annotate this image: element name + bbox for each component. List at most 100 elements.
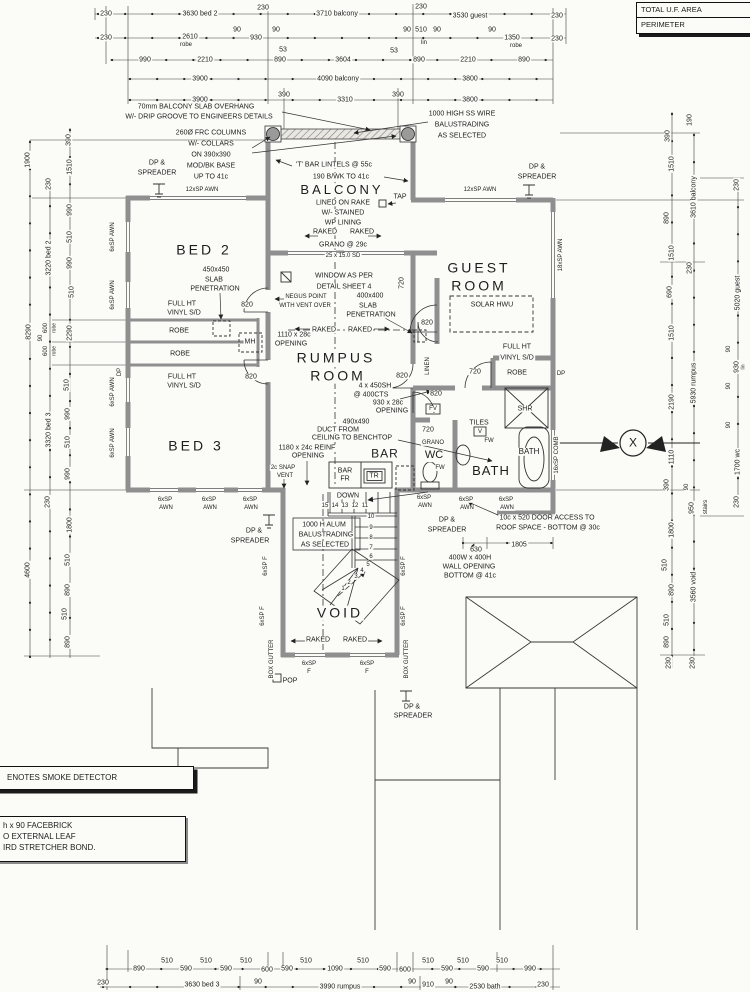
plan-label: RAKED (348, 228, 376, 236)
plan-label: 70mm BALCONY SLAB OVERHANG (136, 103, 256, 111)
plan-label: 390 (663, 478, 671, 492)
plan-label: 6xSP (358, 660, 376, 668)
plan-label: 12xSP AWN (184, 186, 220, 194)
plan-label: 230 (550, 35, 564, 43)
plan-label: 720 (421, 426, 435, 434)
plan-label: 90 (725, 344, 733, 354)
plan-label: 1900 (24, 151, 32, 169)
plan-label: BED 2 (175, 241, 233, 258)
plan-label: FW (483, 437, 495, 445)
plan-label: GRANO @ 29c (318, 241, 368, 249)
plan-label: robe (51, 344, 58, 358)
plan-label: 590 (219, 965, 233, 973)
plan-label: 510 (239, 957, 253, 965)
plan-label: VINYL S/D (499, 354, 535, 362)
spreader-icon (153, 183, 165, 198)
plan-label: 14 (330, 502, 340, 510)
plan-label: 6xSP (457, 496, 475, 504)
plan-label: 390 (664, 129, 672, 143)
plan-label: 600 (42, 344, 50, 358)
plan-label: BALCONY (299, 182, 385, 198)
plan-label: 510 (61, 607, 69, 621)
plan-label: F (306, 668, 312, 676)
plan-label: 3220 bed 2 (45, 239, 53, 277)
plan-label: 3900 (191, 96, 209, 104)
plan-label: 12 (350, 502, 360, 510)
plan-label: 230 (536, 981, 550, 989)
plan-label: DP & (527, 163, 547, 171)
plan-label: 510 (160, 957, 174, 965)
plan-label: 230 (99, 34, 113, 42)
plan-label: RAKED (341, 636, 369, 644)
basin (455, 444, 471, 466)
plan-label: 53 (389, 47, 399, 55)
plan-label: 230 (686, 261, 694, 275)
area-table-row: PERIMETER (641, 20, 685, 29)
plan-label: 230 (689, 656, 697, 670)
plan-label: 3320 bed 3 (45, 411, 53, 449)
plan-label: 8 (368, 534, 374, 542)
plan-label: AWN (158, 504, 174, 512)
plan-label: 990 (523, 965, 537, 973)
plan-label: 2210 (196, 56, 214, 64)
plan-label: OPENING (374, 407, 410, 415)
plan-label: WP LINING (323, 219, 363, 227)
plan-label: 510 (456, 957, 470, 965)
plan-label: WINDOW AS PER (314, 272, 374, 280)
plan-label: GUEST (446, 259, 512, 276)
plan-label: 230 (96, 979, 110, 987)
plan-label: 990 (66, 203, 74, 217)
plan-label: RUMPUS (295, 349, 377, 366)
plan-label: 190 (686, 113, 694, 127)
plan-label: RAKED (311, 228, 339, 236)
plan-label: ROOM (309, 367, 367, 384)
fv-box (425, 403, 441, 415)
plan-label: 600 (398, 966, 412, 974)
plan-label: 510 (63, 378, 71, 392)
plan-label: robe (508, 42, 524, 50)
plan-label: 6 (368, 553, 374, 561)
plan-label: 990 (64, 407, 72, 421)
plan-label: 5930 rumpus (690, 361, 698, 405)
plan-label: 890 (663, 635, 671, 649)
plan-label: ROBE (169, 350, 191, 358)
plan-label: 90 (232, 26, 242, 34)
plan-label: 6xSP (200, 496, 218, 504)
plan-label: FV (428, 405, 438, 413)
plan-label: 230 (99, 10, 113, 18)
plan-label: 230 (44, 495, 52, 509)
plan-label: 2c SNAP (269, 464, 297, 472)
plan-label: 1 (340, 585, 346, 593)
plan-label: 990 (66, 256, 74, 270)
bar-bench (328, 461, 393, 489)
plan-label: 510 (299, 957, 313, 965)
plan-label: 990 (64, 467, 72, 481)
plan-label: 6xSP (497, 496, 515, 504)
plan-label: 3604 (334, 56, 352, 64)
plan-label: VENT (275, 472, 295, 480)
plan-label: WC (423, 449, 445, 462)
plan-label: 53 (278, 46, 288, 54)
plan-label: 1510 (668, 324, 676, 342)
plan-label: 3630 bed 2 (181, 10, 219, 18)
solar-hwu-outline (449, 295, 534, 333)
frc-column (401, 127, 415, 141)
plan-label: AWN (459, 504, 475, 512)
plan-label: BOX GUTTER (268, 638, 276, 680)
plan-label: 90 (407, 978, 417, 986)
plan-label: W/- COLLARS (187, 140, 235, 148)
plan-label: 5 (365, 561, 371, 569)
plan-label: 4090 balcony (316, 75, 360, 83)
section-marker (556, 429, 700, 457)
plan-label: 260Ø FRC COLUMNS (174, 129, 248, 137)
robe-walls (128, 318, 260, 367)
plan-label: 930 x 28c (371, 399, 405, 407)
plan-label: 3630 bed 3 (183, 981, 221, 989)
plan-label: FULL HT (166, 373, 198, 381)
plan-label: BOTTOM @ 41c (442, 572, 498, 580)
spreader-icon (263, 514, 275, 529)
plan-label: stairs (702, 498, 710, 516)
plan-label: 6xSP F (400, 555, 408, 577)
plan-label: DP (555, 370, 567, 378)
